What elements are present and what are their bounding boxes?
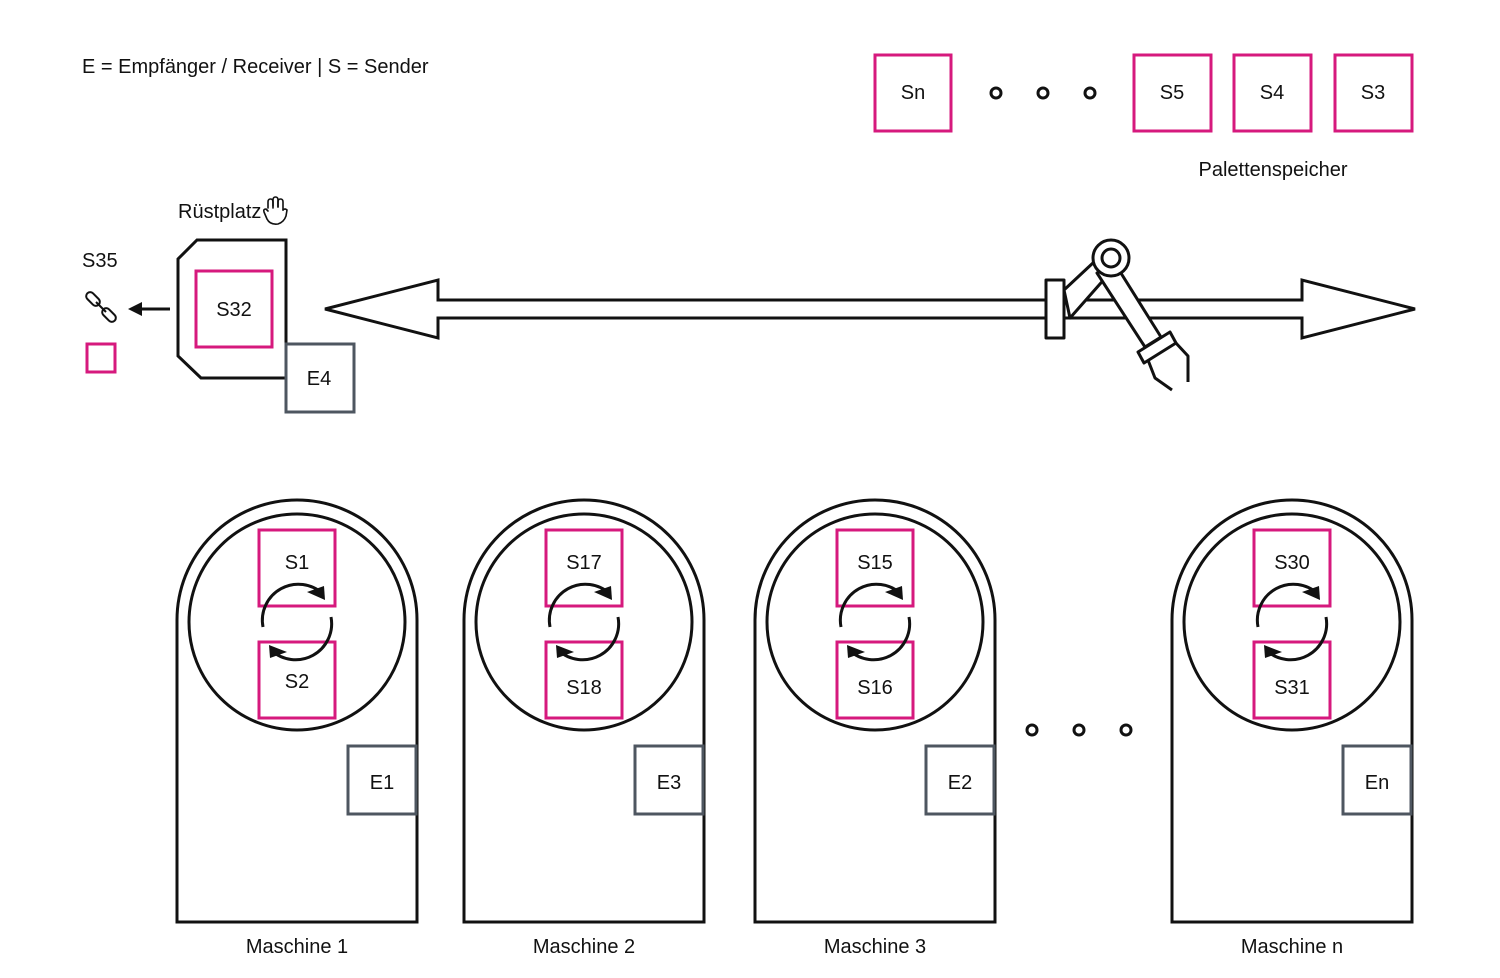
- setup-receiver-label: E4: [307, 368, 331, 390]
- machine-label: Maschine 2: [533, 936, 635, 958]
- machine-1: S1 S2 E1 Maschine 1: [175, 498, 419, 958]
- detach-arrow: [128, 302, 170, 316]
- receiver-label: E3: [657, 772, 681, 794]
- receiver-box: [346, 744, 418, 816]
- robot-joint-inner: [1100, 247, 1122, 269]
- receiver-box: [633, 744, 705, 816]
- storage-slot-s5-label: S5: [1160, 82, 1184, 104]
- pallet-bottom: [835, 640, 915, 720]
- receiver-label: E2: [948, 772, 972, 794]
- rotary-table: [1182, 512, 1402, 732]
- receiver-label: E1: [370, 772, 394, 794]
- link-icon: [85, 291, 117, 323]
- detached-sender-box: [85, 342, 117, 374]
- setup-sender: S32: [194, 269, 274, 349]
- rotation-arrows: [547, 582, 621, 662]
- storage-ellipsis: [989, 86, 1097, 100]
- pallet-top-label: S30: [1274, 552, 1310, 574]
- hand-icon: [262, 196, 288, 225]
- pallet-top: [257, 528, 337, 608]
- storage-slot-s3-label: S3: [1361, 82, 1385, 104]
- pallet-bottom: [544, 640, 624, 720]
- machine-ellipsis: [1025, 723, 1133, 737]
- storage-slot-s4: S4: [1232, 53, 1313, 133]
- machine-n: S30 S31 En Maschine n: [1170, 498, 1414, 958]
- storage-slot-s5: S5: [1132, 53, 1213, 133]
- rotary-table: [187, 512, 407, 732]
- rotation-arrows: [260, 582, 334, 662]
- robot-carriage: [1044, 278, 1066, 340]
- machine-3: S15 S16 E2 Maschine 3: [753, 498, 997, 958]
- transport-rail: [324, 278, 1416, 340]
- rotation-arrows: [838, 582, 912, 662]
- storage-slot-s4-label: S4: [1260, 82, 1284, 104]
- pallet-bottom: [257, 640, 337, 720]
- pallet-bottom-label: S16: [857, 677, 893, 699]
- detached-sender-label: S35: [82, 250, 118, 272]
- machine-label: Maschine n: [1241, 936, 1343, 958]
- pallet-top-label: S1: [285, 552, 309, 574]
- receiver-box: [924, 744, 996, 816]
- pallet-bottom-label: S2: [285, 671, 309, 693]
- rotary-table: [765, 512, 985, 732]
- storage-label: Palettenspeicher: [1199, 159, 1348, 181]
- storage-slot-s3: S3: [1333, 53, 1414, 133]
- machine-housing: [1170, 498, 1414, 924]
- receiver-box: [1341, 744, 1413, 816]
- pallet-top: [835, 528, 915, 608]
- robot-gripper-right: [1173, 340, 1190, 382]
- machine-housing: [175, 498, 419, 924]
- pallet-top-label: S15: [857, 552, 893, 574]
- rotary-table: [474, 512, 694, 732]
- machine-label: Maschine 3: [824, 936, 926, 958]
- storage-slot-sn: Sn: [873, 53, 953, 133]
- machine-2: S17 S18 E3 Maschine 2: [462, 498, 706, 958]
- setup-station: Rüstplatz S32 E4 S35: [82, 196, 356, 414]
- pallet-top-label: S17: [566, 552, 602, 574]
- pallet-top: [544, 528, 624, 608]
- pallet-storage: Sn S5 S4 S3 Palettenspeicher: [873, 53, 1414, 181]
- pallet-bottom: [1252, 640, 1332, 720]
- robot-arm: [1044, 238, 1190, 392]
- machine-housing: [462, 498, 706, 924]
- robot-gripper-left: [1146, 359, 1173, 392]
- rotation-arrows: [1255, 582, 1329, 662]
- setup-receiver: E4: [284, 342, 356, 414]
- legend-text: E = Empfänger / Receiver | S = Sender: [82, 56, 429, 78]
- machine-label: Maschine 1: [246, 936, 348, 958]
- setup-label: Rüstplatz: [178, 201, 261, 223]
- pallet-bottom-label: S18: [566, 677, 602, 699]
- pallet-bottom-label: S31: [1274, 677, 1310, 699]
- setup-table-outline: [176, 238, 288, 380]
- machine-housing: [753, 498, 997, 924]
- receiver-label: En: [1365, 772, 1389, 794]
- setup-sender-label: S32: [216, 299, 252, 321]
- storage-slot-sn-label: Sn: [901, 82, 925, 104]
- pallet-top: [1252, 528, 1332, 608]
